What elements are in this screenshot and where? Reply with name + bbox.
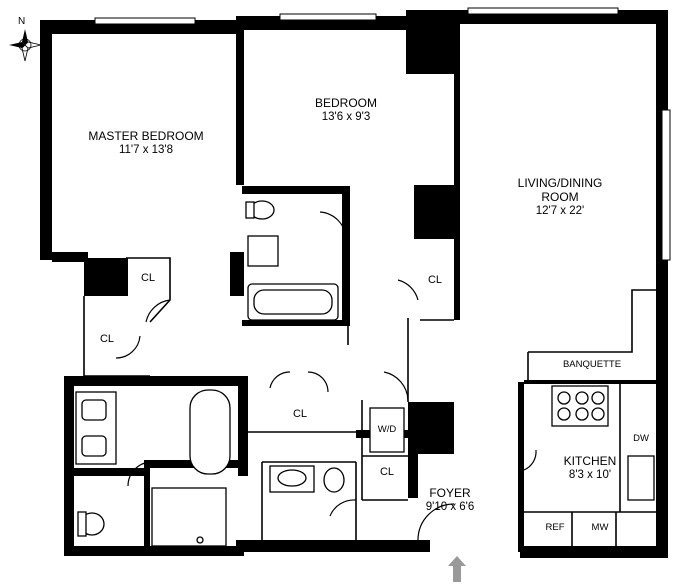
room-master-bedroom: MASTER BEDROOM 11'7 x 13'8	[88, 129, 204, 157]
banquette-label: BANQUETTE	[562, 359, 622, 370]
room-dimensions: 12'7 x 22'	[535, 204, 585, 217]
fixtures	[75, 200, 655, 547]
washer-dryer-box	[369, 407, 405, 453]
closet-label: CL	[292, 408, 308, 420]
room-dimensions: 11'7 x 13'8	[118, 143, 174, 156]
room-name-line1: LIVING/DINING	[517, 176, 603, 190]
bathtub-icon	[189, 389, 231, 475]
closet-label: CL	[427, 274, 443, 286]
closet-label: CL	[379, 466, 395, 478]
compass-rose-icon: N	[9, 16, 42, 62]
room-foyer: FOYER 9'10 x 6'6	[425, 486, 475, 514]
sink-icon	[627, 455, 655, 501]
microwave-label: MW	[591, 522, 609, 533]
room-dimensions: 9'10 x 6'6	[425, 500, 475, 513]
refrigerator-label: REF	[545, 522, 565, 533]
room-kitchen: KITCHEN 8'3 x 10'	[563, 454, 617, 482]
closet-label: CL	[140, 272, 156, 284]
sink-icon	[247, 235, 279, 267]
room-name: KITCHEN	[563, 454, 617, 468]
room-living-dining: LIVING/DINING ROOM 12'7 x 22'	[517, 176, 603, 218]
room-name: MASTER BEDROOM	[88, 129, 204, 143]
room-bedroom: BEDROOM 13'6 x 9'3	[314, 96, 378, 124]
washer-dryer-label: W/D	[377, 424, 397, 435]
entry-arrow-icon	[448, 556, 466, 582]
dishwasher-label: DW	[633, 433, 649, 444]
windows	[94, 7, 671, 261]
partition-lines	[83, 257, 656, 546]
closet-label: CL	[99, 333, 115, 345]
room-name: BEDROOM	[314, 96, 378, 110]
toilet-icon	[323, 467, 345, 493]
room-name: FOYER	[429, 486, 471, 500]
room-dimensions: 8'3 x 10'	[568, 468, 612, 481]
compass-north-label: N	[18, 16, 25, 27]
shower-icon	[151, 487, 227, 547]
room-dimensions: 13'6 x 9'3	[321, 110, 371, 123]
room-name-line2: ROOM	[541, 189, 579, 204]
doors	[115, 211, 537, 541]
